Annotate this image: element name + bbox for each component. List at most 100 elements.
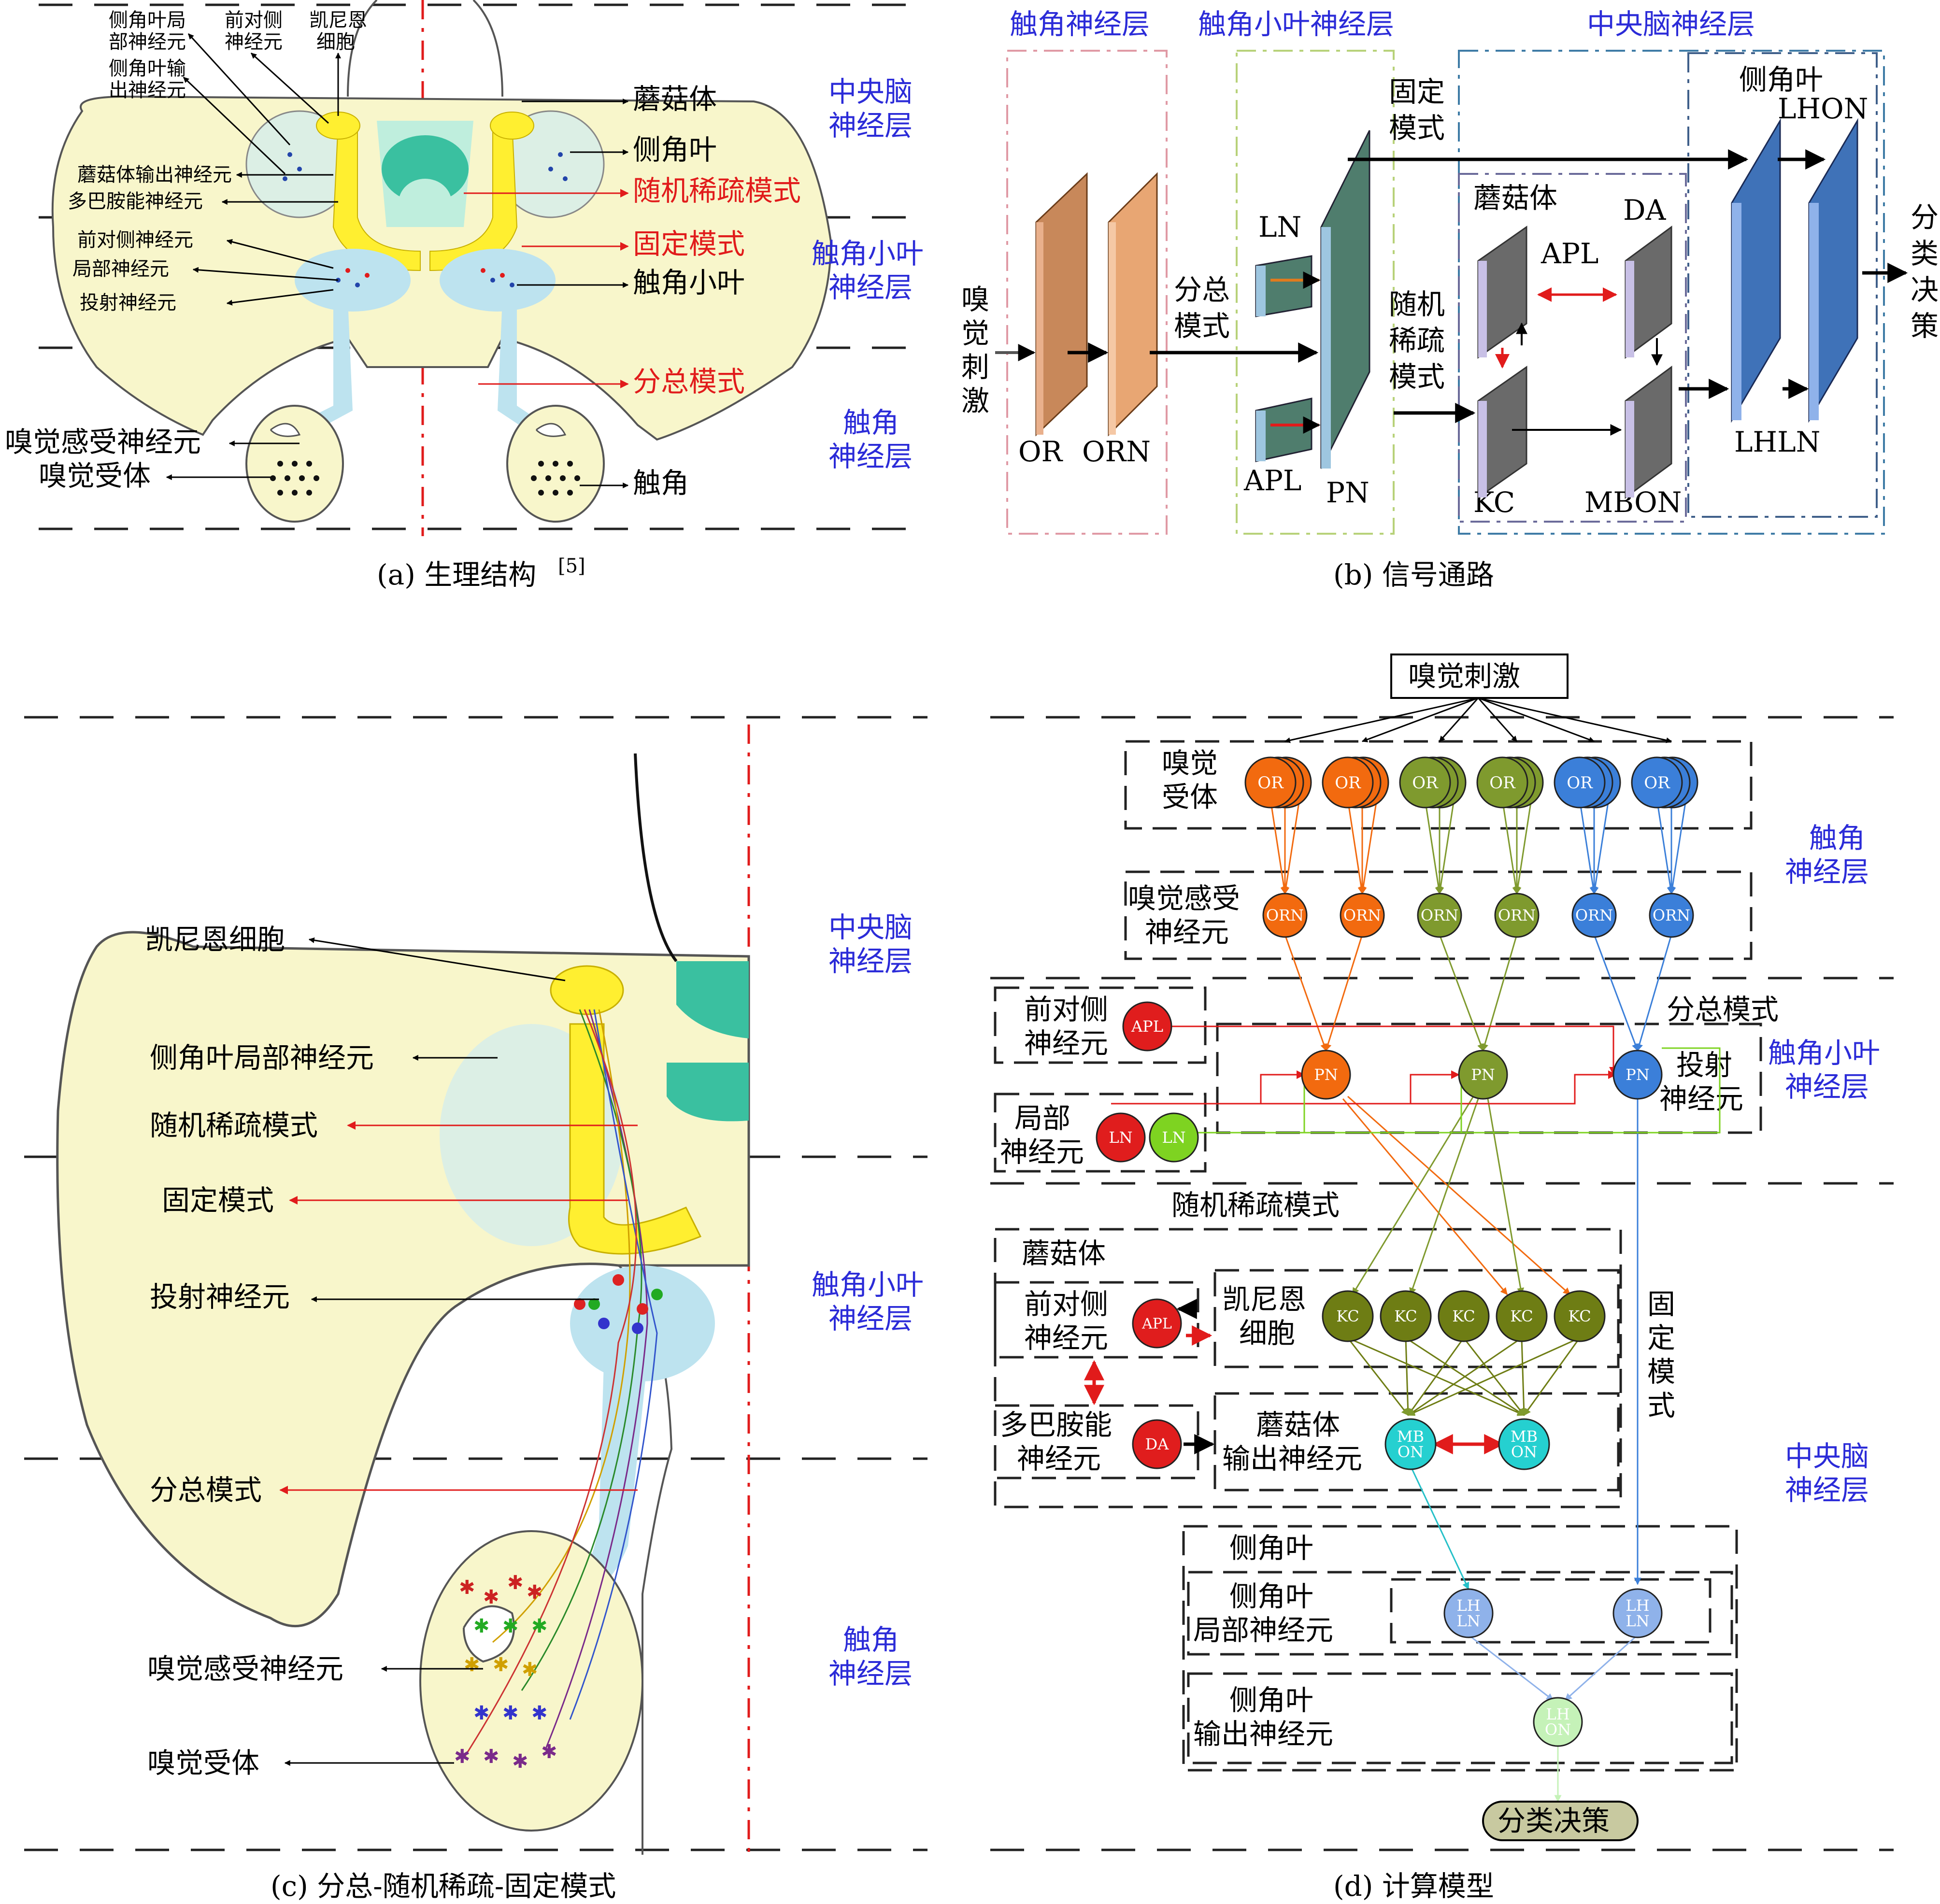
svg-text:PN: PN xyxy=(1626,1066,1650,1084)
input-4: 激 xyxy=(961,384,989,417)
d-lhon-2: 输出神经元 xyxy=(1193,1718,1333,1750)
svg-text:APL: APL xyxy=(1141,1316,1172,1333)
label-apl-lobe: APL xyxy=(1243,464,1301,497)
kc-node: KC xyxy=(1438,1290,1490,1342)
c-label-random: 随机稀疏模式 xyxy=(150,1109,318,1142)
svg-text:✱: ✱ xyxy=(502,1615,519,1637)
svg-text:DA: DA xyxy=(1145,1435,1170,1453)
label-da: 多巴胺能神经元 xyxy=(68,190,203,213)
c-label-orn: 嗅觉感受神经元 xyxy=(147,1652,343,1685)
svg-text:KC: KC xyxy=(1510,1307,1533,1325)
label-apl: APL xyxy=(1541,237,1598,270)
pn-node: PN xyxy=(1301,1050,1351,1100)
d-pn-1: 投射 xyxy=(1676,1049,1732,1081)
svg-text:✱: ✱ xyxy=(502,1702,519,1724)
c-label-lhln: 侧角叶局部神经元 xyxy=(150,1041,374,1074)
label-lh: 侧角叶 xyxy=(1739,63,1823,96)
d-apl-1: 前对侧 xyxy=(1024,993,1108,1026)
c-label-or: 嗅觉受体 xyxy=(147,1747,259,1779)
d-lhln-1: 侧角叶 xyxy=(1229,1580,1313,1613)
label-orn: 嗅觉感受神经元 xyxy=(5,426,201,458)
label-pn: 投射神经元 xyxy=(80,292,176,314)
panel-c: ✱✱✱✱ ✱✱✱ ✱✱✱ ✱✱✱ ✱✱✱✱ 凯尼恩细胞 侧角叶局部神经元 随机稀… xyxy=(24,716,927,1903)
d-group-labels: 嗅觉 受体 嗅觉感受 神经元 前对侧 神经元 局部 神经元 投射 神经元 分总模… xyxy=(1000,747,1779,1750)
output-4: 策 xyxy=(1911,310,1939,342)
panel-c-layer-labels: 中央脑 神经层 触角小叶 神经层 触角 神经层 xyxy=(812,911,924,1690)
svg-text:ORN: ORN xyxy=(1421,906,1458,924)
svg-text:✱: ✱ xyxy=(473,1702,490,1724)
d-lhln-2: 局部神经元 xyxy=(1193,1614,1333,1647)
layer-antenna-1: 触角 xyxy=(843,406,899,439)
svg-text:✱: ✱ xyxy=(454,1746,471,1768)
mbon-node: MBON xyxy=(1498,1418,1550,1470)
d-or-2: 受体 xyxy=(1162,781,1218,813)
d-layer-lobe-2: 神经层 xyxy=(1785,1070,1869,1103)
svg-text:ORN: ORN xyxy=(1575,906,1613,924)
mode-fixed-2: 模式 xyxy=(1389,112,1445,144)
d-apl-2: 神经元 xyxy=(1024,1027,1108,1060)
d-layer-central-1: 中央脑 xyxy=(1785,1440,1869,1473)
svg-text:✱: ✱ xyxy=(483,1746,499,1768)
label-random-sparse: 随机稀疏模式 xyxy=(633,174,801,207)
header-central: 中央脑神经层 xyxy=(1587,8,1755,41)
panel-a-layer-labels: 中央脑 神经层 触角小叶 神经层 触角 神经层 xyxy=(812,75,924,473)
svg-text:OR: OR xyxy=(1489,773,1516,793)
lhln-node: LHLN xyxy=(1443,1588,1494,1638)
svg-text:KC: KC xyxy=(1336,1307,1359,1325)
c-label-divergent: 分总模式 xyxy=(150,1474,262,1506)
input-2: 觉 xyxy=(961,317,989,350)
svg-text:LN: LN xyxy=(1626,1612,1649,1630)
panel-a: 侧角叶局 部神经元 侧角叶输 出神经元 前对侧 神经元 凯尼恩 细胞 蘑菇体输出… xyxy=(5,0,927,591)
svg-text:ON: ON xyxy=(1545,1720,1571,1739)
label-apl-2: 神经元 xyxy=(225,31,283,53)
d-lhon-1: 侧角叶 xyxy=(1229,1684,1313,1717)
or-node: OR xyxy=(1322,756,1389,809)
svg-text:PN: PN xyxy=(1471,1066,1495,1084)
label-or: OR xyxy=(1018,435,1064,468)
svg-text:✱: ✱ xyxy=(483,1586,499,1608)
d-pn-2: 神经元 xyxy=(1659,1082,1743,1115)
layer-central-2: 神经层 xyxy=(828,109,913,142)
output-box xyxy=(1482,1801,1639,1841)
d-layer-central-2: 神经层 xyxy=(1785,1474,1869,1506)
layer-central-1: 中央脑 xyxy=(828,75,913,108)
c-label-fixed: 固定模式 xyxy=(162,1184,274,1217)
orn-node: ORN xyxy=(1340,893,1385,938)
label-kenyon-1: 凯尼恩 xyxy=(309,9,367,31)
d-kenyon-2: 细胞 xyxy=(1239,1317,1295,1350)
c-layer-antenna-2: 神经层 xyxy=(828,1657,913,1690)
d-fixed-4: 式 xyxy=(1647,1389,1675,1422)
label-divergent: 分总模式 xyxy=(633,365,745,398)
kc-node: KC xyxy=(1496,1290,1548,1342)
layer-antenna-2: 神经层 xyxy=(828,440,913,473)
svg-text:KC: KC xyxy=(1452,1307,1475,1325)
mbon-node: MBON xyxy=(1384,1418,1437,1470)
output-2: 类 xyxy=(1911,237,1939,270)
svg-text:PN: PN xyxy=(1314,1066,1338,1084)
panel-c-labels: 凯尼恩细胞 侧角叶局部神经元 随机稀疏模式 固定模式 投射神经元 分总模式 嗅觉… xyxy=(145,923,638,1779)
c-label-kenyon: 凯尼恩细胞 xyxy=(145,923,285,956)
svg-text:✱: ✱ xyxy=(541,1741,557,1763)
apl-node: APL xyxy=(1132,1298,1182,1349)
input-3: 刺 xyxy=(961,351,989,384)
d-lh: 侧角叶 xyxy=(1229,1532,1313,1564)
output-1: 分 xyxy=(1911,201,1939,234)
svg-text:ORN: ORN xyxy=(1266,906,1304,924)
or-node: OR xyxy=(1244,756,1312,809)
apl-node: APL xyxy=(1122,1001,1172,1051)
d-divergent: 分总模式 xyxy=(1667,993,1779,1026)
d-mbon-2: 输出神经元 xyxy=(1222,1442,1362,1475)
mode-divergent-2: 模式 xyxy=(1174,310,1230,342)
d-edges xyxy=(1084,697,1721,1803)
label-antennal-lobe: 触角小叶 xyxy=(633,266,745,299)
mode-random-1: 随机 xyxy=(1389,288,1445,321)
svg-text:✱: ✱ xyxy=(493,1654,509,1676)
d-da-2: 神经元 xyxy=(1017,1442,1101,1475)
caption-a: (a) 生理结构 xyxy=(377,558,536,591)
caption-d: (d) 计算模型 xyxy=(1333,1870,1494,1903)
header-antenna: 触角神经层 xyxy=(1010,8,1150,41)
panel-a-right-labels: 蘑菇体 侧角叶 随机稀疏模式 固定模式 触角小叶 分总模式 触角 xyxy=(464,83,801,499)
label-or: 嗅觉受体 xyxy=(39,459,151,492)
d-layer-lobe-1: 触角小叶 xyxy=(1768,1037,1880,1069)
d-da-1: 多巴胺能 xyxy=(1000,1408,1112,1441)
